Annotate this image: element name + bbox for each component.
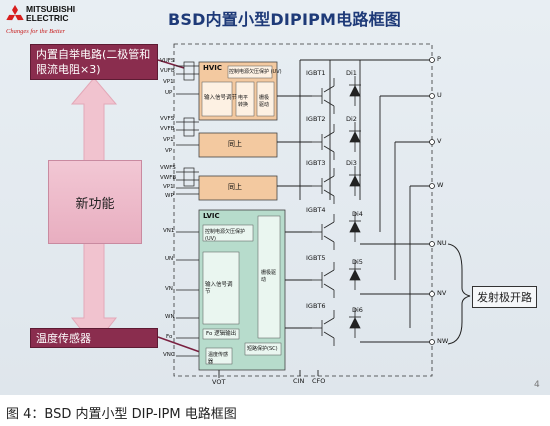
new-function-box: 新功能 (48, 160, 142, 244)
hvic-levelshift-label: 电平转换 (238, 95, 249, 108)
pin-vp: VP (165, 148, 173, 154)
pin-nv: NV (437, 289, 447, 297)
pin-p: P (437, 55, 441, 63)
hvic-input-label: 输入信号调节 (204, 95, 238, 101)
igbt-symbols (312, 78, 335, 346)
hvic3-block (198, 175, 278, 201)
lvic-fo-label: Fo 逻辑输出 (206, 331, 237, 337)
lvic-title: LVIC (203, 212, 220, 220)
page-number: 4 (534, 380, 540, 390)
igbt4-label: IGBT4 (306, 206, 326, 214)
page-title: BSD内置小型DIPIPM电路框图 (168, 10, 401, 29)
lvic-uv-label: 控制电源欠压保护 (UV) (205, 229, 246, 242)
pin-vot: VOT (212, 378, 226, 386)
di3-label: Di3 (346, 159, 357, 167)
left-pin-lines (176, 93, 199, 357)
lvic-input-label: 输入信号调节 (205, 282, 233, 295)
pin-vvfb: VVFB (160, 126, 175, 132)
lvic-temp-label: 温度传感器 (208, 352, 229, 365)
temp-leader-line (157, 336, 201, 353)
brand-line1: MITSUBISHI (26, 4, 76, 14)
lvic-drive-label: 栅极驱动 (261, 270, 277, 283)
pin-cin: CIN (293, 377, 305, 385)
pin-un: UN (165, 256, 174, 262)
pin-vp1-v: VP1 (163, 137, 174, 143)
mitsubishi-logo: MITSUBISHI ELECTRIC Changes for the Bett… (4, 4, 114, 40)
pin-vp1-w: VP1 (163, 184, 174, 190)
bootstrap-leader-line (157, 59, 185, 69)
open-emitter-brace (447, 243, 471, 345)
pin-u: U (437, 91, 442, 99)
pin-v: V (437, 137, 442, 145)
pin-vufs: VUFS (160, 58, 175, 64)
brand-line2: ELECTRIC (26, 13, 69, 23)
di5-label: Di5 (352, 258, 363, 266)
di1-label: Di1 (346, 69, 357, 77)
di4-label: Di4 (352, 210, 363, 218)
brand-tagline: Changes for the Better (6, 28, 66, 35)
pin-vn1: VN1 (163, 228, 175, 234)
three-diamonds-icon (6, 5, 24, 21)
bootstrap-callout: 内置自举电路(二极管和限流电阻×3) (30, 44, 158, 80)
right-pin-circles (429, 57, 435, 345)
pin-vwfs: VWFS (160, 165, 176, 171)
di6-label: Di6 (352, 306, 363, 314)
bootstrap-diodes (176, 61, 199, 187)
pin-vnc: VNC (163, 352, 175, 358)
circuit-schematic (70, 43, 471, 378)
pin-up: UP (165, 90, 173, 96)
open-emitter-label: 发射极开路 (472, 286, 537, 308)
hvic2-block (198, 132, 278, 158)
hvic-uv-label: 控制电源欠压保护 (UV) (229, 69, 282, 75)
pin-cfo: CFO (312, 377, 326, 385)
hvic-title: HVIC (203, 64, 223, 72)
pin-fo: Fo (166, 334, 173, 340)
igbt1-label: IGBT1 (306, 69, 326, 77)
power-rails (218, 59, 432, 378)
pin-vufb: VUFB (160, 68, 175, 74)
brand-wordmark: MITSUBISHI ELECTRIC (26, 5, 75, 23)
pin-wn: WN (165, 314, 175, 320)
pin-wp: WP (165, 193, 174, 199)
pin-vwfb: VWFB (160, 175, 177, 181)
hvic2-same-label: 同上 (228, 140, 242, 148)
pin-w: W (437, 181, 444, 189)
hvic-drive-label: 栅极驱动 (259, 95, 270, 108)
pin-vvfs: VVFS (160, 116, 175, 122)
igbt2-label: IGBT2 (306, 115, 326, 123)
figure-caption: 图 4：BSD 内置小型 DIP-IPM 电路框图 (6, 407, 237, 422)
pin-vn: VN (165, 286, 173, 292)
igbt6-label: IGBT6 (306, 302, 326, 310)
module-outline (173, 43, 433, 377)
pin-nw: NW (437, 337, 449, 345)
diode-symbols (349, 76, 361, 338)
pin-nu: NU (437, 239, 447, 247)
lvic-sc-label: 短路保护(SC) (247, 346, 278, 352)
igbt3-label: IGBT3 (306, 159, 326, 167)
di2-label: Di2 (346, 115, 357, 123)
pin-vp1-u: VP1 (163, 79, 174, 85)
hvic3-same-label: 同上 (228, 183, 242, 191)
slide-photo: MITSUBISHI ELECTRIC Changes for the Bett… (0, 0, 550, 395)
temp-sensor-callout: 温度传感器 (30, 328, 158, 348)
igbt5-label: IGBT5 (306, 254, 326, 262)
